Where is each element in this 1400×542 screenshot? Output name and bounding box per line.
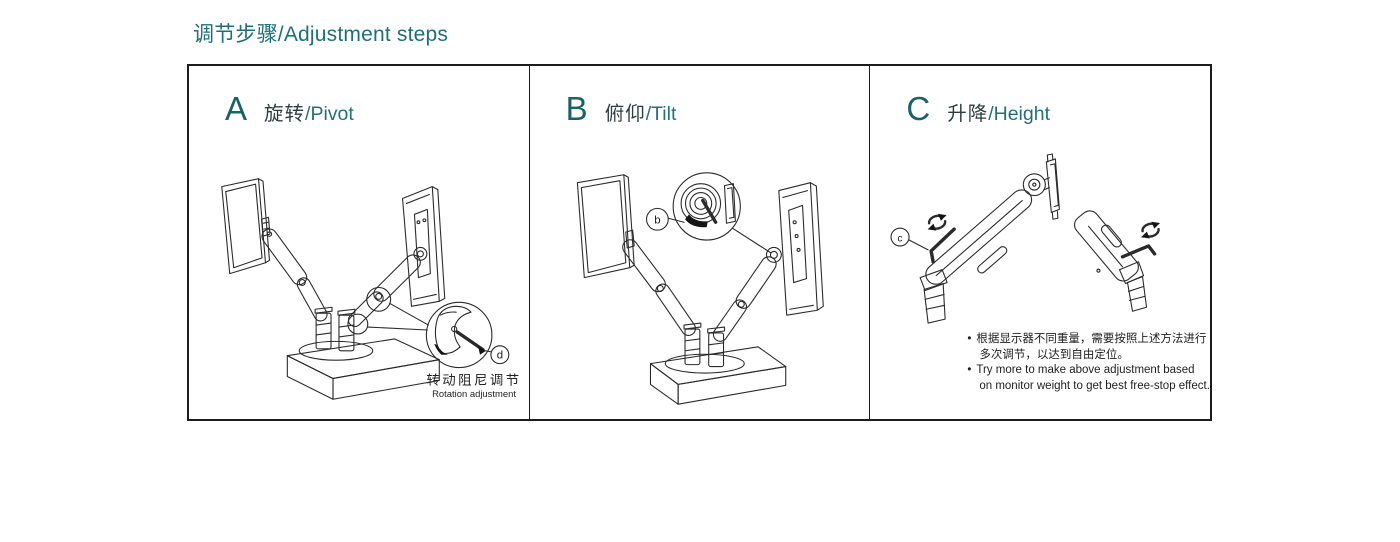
- pivot-illustration: d 转动阻尼调节 Rotation adjustment: [221, 178, 521, 400]
- arm-tilted-view: [1074, 210, 1148, 312]
- callout-d-label: d: [497, 350, 503, 362]
- left-arm: [261, 228, 328, 322]
- note-text-en-2: on monitor weight to get best free-stop …: [979, 379, 1210, 392]
- rotation-caption: 转动阻尼调节 Rotation adjustment: [426, 372, 521, 399]
- rotation-magnifier: [425, 301, 493, 369]
- note-line-zh-1: • 根据显示器不同重量，需要按照上述方法进行: [967, 332, 1210, 348]
- rotate-arrows-icon: [927, 213, 947, 231]
- callout-c-label: c: [898, 234, 903, 245]
- bullet-icon: •: [967, 333, 972, 345]
- adjustment-steps-box: A 旋转/Pivot: [187, 64, 1212, 421]
- height-adjustment-notes: • 根据显示器不同重量，需要按照上述方法进行 多次调节，以达到自由定位。 • T…: [967, 332, 1210, 394]
- rotation-caption-zh: 转动阻尼调节: [426, 372, 521, 387]
- left-monitor: [221, 178, 271, 275]
- hex-key-right: [1121, 221, 1161, 259]
- page-title: 调节步骤/Adjustment steps: [193, 23, 449, 46]
- bullet-icon: •: [967, 364, 972, 376]
- desk-base: [286, 306, 440, 400]
- callout-b-label: b: [654, 215, 660, 227]
- panel-tilt: B 俯仰/Tilt: [528, 66, 870, 419]
- left-arm: [621, 239, 696, 336]
- height-illustration: c: [890, 153, 1161, 324]
- panel-height: C 升降/Height: [869, 66, 1210, 419]
- callout-badge-c: c: [890, 227, 930, 251]
- left-monitor: [576, 174, 635, 279]
- note-line-en-2: on monitor weight to get best free-stop …: [967, 379, 1210, 395]
- note-text-zh-1: 根据显示器不同重量，需要按照上述方法进行: [976, 333, 1207, 345]
- tilt-magnifier: [672, 172, 772, 254]
- right-monitor: [765, 182, 824, 316]
- note-line-zh-2: 多次调节，以达到自由定位。: [967, 348, 1210, 364]
- right-arm: [347, 254, 421, 328]
- callout-badge-b: b: [645, 207, 685, 231]
- callout-badge-d: d: [484, 345, 510, 365]
- rotation-caption-en: Rotation adjustment: [432, 388, 516, 399]
- desk-base: [649, 322, 786, 405]
- tilt-illustration: b: [576, 172, 824, 405]
- pivot-joint-callout-rings: [347, 286, 429, 335]
- rotate-arrows-icon: [1141, 221, 1161, 239]
- right-monitor: [401, 186, 446, 307]
- arm-side-view: [919, 153, 1061, 324]
- right-arm: [712, 256, 777, 342]
- note-text-zh-2: 多次调节，以达到自由定位。: [979, 348, 1129, 361]
- panel-pivot: A 旋转/Pivot: [189, 66, 529, 419]
- note-line-en-1: • Try more to make above adjustment base…: [967, 363, 1210, 379]
- hex-key-left: [927, 213, 957, 264]
- note-text-en-1: Try more to make above adjustment based: [976, 364, 1195, 376]
